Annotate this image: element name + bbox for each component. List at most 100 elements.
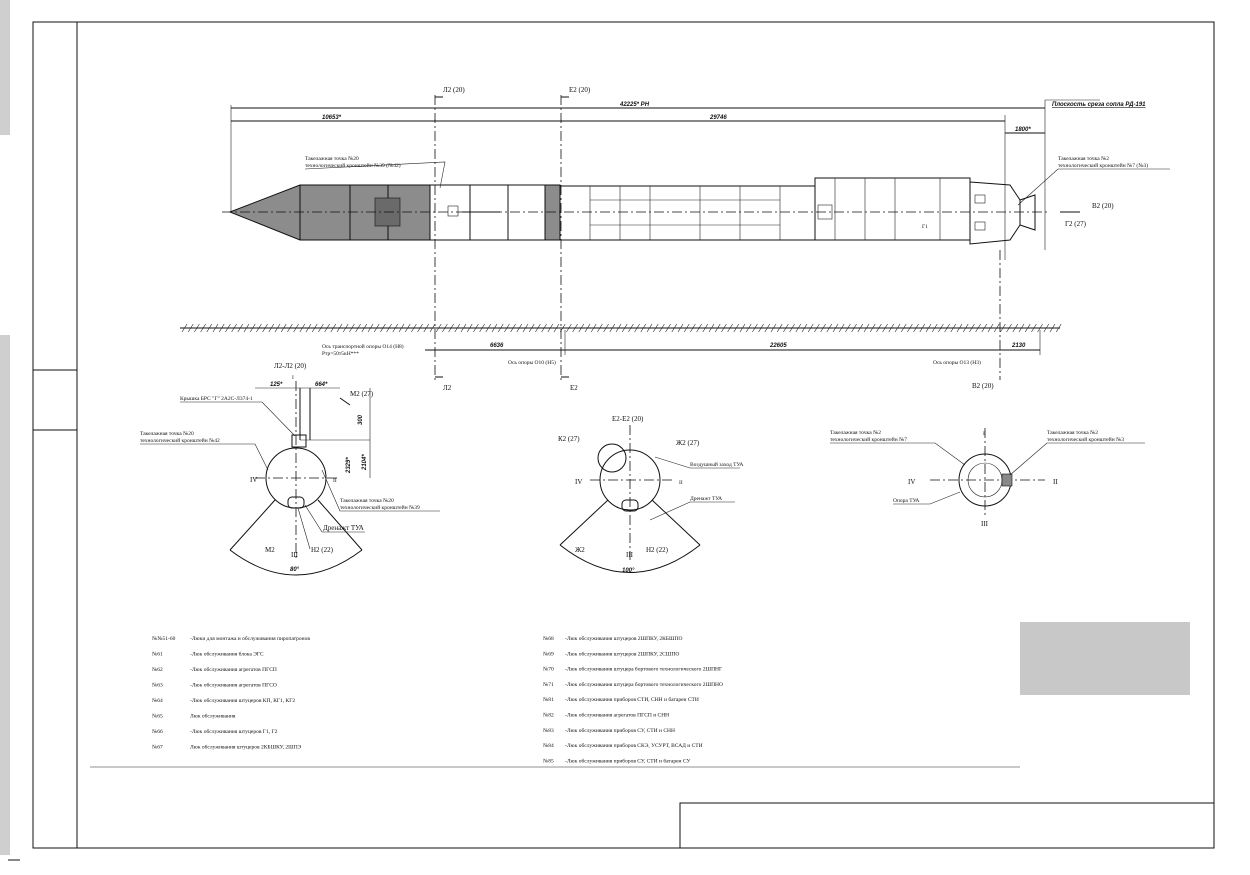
- legend-item: №№51-60 -Люки для монтажа и обслуживания …: [152, 635, 310, 642]
- engine-cut-note: Плоскость среза сопла РД-191: [1052, 102, 1146, 108]
- legend-text: -Люк обслуживания блока ЭГС: [190, 651, 264, 658]
- legend-left: №№51-60 -Люки для монтажа и обслуживания …: [152, 635, 310, 751]
- lift-b-1: Такелажная точка №20: [340, 498, 394, 504]
- dim-middle: 29746: [709, 115, 727, 121]
- stamp-placeholder: [1020, 622, 1190, 695]
- edge-strip: [0, 335, 10, 855]
- axis-i: I: [983, 431, 985, 437]
- dim-base3: 2130: [1011, 343, 1026, 349]
- legend-item: №64-Люк обслуживания штуцеров КП, КГ1, К…: [152, 697, 295, 704]
- legend-number: №69: [543, 651, 554, 657]
- legend-number: №82: [543, 713, 554, 719]
- legend-text: -Люк обслуживания агрегатов ПГСП и СНН: [565, 712, 669, 719]
- legend-number: №66: [152, 729, 163, 735]
- legend-number: №65: [152, 714, 163, 720]
- section-v2-top: В2 (20): [1092, 202, 1114, 210]
- legend-item: №85-Люк обслуживания приборов СУ, СТИ и …: [543, 757, 690, 764]
- section-l-title: Л2-Л2 (20): [274, 362, 307, 370]
- n2-label: Н2 (22): [311, 546, 334, 554]
- legend-number: №81: [543, 697, 554, 703]
- legend-number: №63: [152, 683, 163, 689]
- n2-label: Н2 (22): [646, 546, 669, 554]
- air-inlet-note: Воздушный заход ТУА: [690, 461, 743, 468]
- legend-item: №62-Люк обслуживания агрегатов ПГСП: [152, 666, 277, 673]
- edge-strip: [0, 0, 10, 135]
- legend-text: -Люк обслуживания штуцеров 2ШПКУ, 2КБШПО: [565, 635, 682, 642]
- legend-text: -Люк обслуживания штуцеров Г1, Г2: [190, 728, 278, 735]
- legend-number: №70: [543, 667, 554, 673]
- top-dimensions: 42225* РН 10653* 29746 1800* Плоскость с…: [230, 99, 1146, 260]
- lift-b-2: технологический кронштейн №39: [340, 504, 420, 511]
- m2-top: М2 (27): [350, 390, 374, 398]
- dim-total: 42225* РН: [619, 102, 650, 108]
- section-l2-top: Л2 (20): [443, 86, 465, 94]
- legend-item: №71-Люк обслуживания штуцера бортового т…: [543, 681, 723, 688]
- hatch-cover-note: Крышка БРС "Г" 2А2С-Л374-1: [180, 396, 253, 402]
- legend-text: -Люк обслуживания агрегатов ПГСП: [190, 666, 277, 673]
- legend-number: №84: [543, 743, 554, 749]
- dim-d: 2329*: [346, 457, 352, 474]
- legend-number: №№51-60: [152, 636, 176, 642]
- lift-left-2: технологический кронштейн №39 (№42): [305, 162, 401, 169]
- dim-b: 664*: [315, 382, 328, 388]
- legend-item: №82 -Люк обслуживания агрегатов ПГСП и СН…: [543, 712, 669, 719]
- zh2-label: Ж2: [575, 546, 585, 554]
- legend-text: Люк обслуживания: [190, 713, 236, 720]
- title-block: [679, 802, 1215, 849]
- legend-text: Люк обслуживания штуцеров 2КБШКУ, 2ШПЭ: [190, 744, 302, 751]
- axis-iv: IV: [250, 476, 257, 484]
- axis-ii: II: [333, 478, 337, 484]
- drawing-frame: [32, 21, 1215, 849]
- dim-right: 1800*: [1015, 127, 1031, 133]
- rocket-side-view: Г1: [222, 177, 1050, 245]
- legend-item: №83-Люк обслуживания приборов СУ, СТИ и …: [543, 727, 675, 734]
- section-v2-bottom: В2 (20): [972, 382, 994, 390]
- legend-item: №84-Люк обслуживания приборов СКЭ, УСУРТ…: [543, 742, 703, 749]
- section-l2-view: Л2-Л2 (20) I 125* 664* 300 2329* 2104* К…: [140, 362, 440, 576]
- tua-drain: Дренажт ТУА: [690, 496, 722, 502]
- legend-text: -Люк обслуживания приборов СТИ, СНН и ба…: [565, 696, 699, 703]
- legend-text: -Люк обслуживания агрегатов ПГСО: [190, 682, 277, 689]
- legend-item: №70-Люк обслуживания штуцера бортового т…: [543, 666, 722, 673]
- dim-e: 2104*: [362, 454, 368, 471]
- base-dimensions: 6636 22605 2130 Ось транспортной опоры О…: [322, 330, 1041, 366]
- section-e2-view: Е2-Е2 (20) К2 (27) Ж2 (27) Воздушный зах…: [558, 415, 743, 574]
- axis-iv: IV: [908, 478, 915, 486]
- section-markers: Л2 (20) Е2 (20) Л2 Е2 В2 (20) Г2 (27) В2…: [434, 86, 1114, 392]
- dim-left: 10653*: [322, 115, 342, 121]
- legend-text: -Люк обслуживания штуцеров КП, КГ1, КГ2: [190, 697, 295, 704]
- legend-text: -Люк обслуживания приборов СУ, СТИ и СНН: [565, 727, 675, 734]
- lift-point-callouts: Такелажная точка №20 технологический кро…: [304, 156, 1170, 206]
- legend-item: №67 Люк обслуживания штуцеров 2КБШКУ, 2ШП…: [152, 744, 302, 751]
- legend-item: №68 -Люк обслуживания штуцеров 2ШПКУ, 2КБ…: [543, 635, 682, 642]
- tua-drain: Дренажт ТУА: [323, 524, 364, 532]
- lift-r-1: Такелажная точка №2: [1047, 430, 1098, 436]
- lift-l-1: Такелажная точка №2: [830, 430, 881, 436]
- lift-l-1: Такелажная точка №20: [140, 431, 194, 437]
- legend-item: №66 -Люк обслуживания штуцеров Г1, Г2: [152, 728, 278, 735]
- axis-iii: III: [626, 551, 634, 559]
- axis-iv: IV: [575, 478, 582, 486]
- legend-text: -Люк обслуживания штуцеров 2ШПКУ, 2СШПО: [565, 650, 679, 657]
- lift-l-2: технологический кронштейн №7: [830, 436, 907, 443]
- axis-ii: II: [1053, 478, 1058, 486]
- support-load-note: Ртр=50т5кН***: [322, 351, 359, 357]
- zh2-top: Ж2 (27): [676, 439, 700, 447]
- section-g2: Г2 (27): [1065, 220, 1087, 228]
- axis-i: I: [292, 375, 294, 381]
- dim-base2: 22605: [769, 343, 787, 349]
- support-d10: Ось опоры О10 (Н5): [508, 359, 556, 366]
- axis-ii: II: [679, 480, 683, 486]
- dim-a: 125*: [270, 382, 283, 388]
- section-e2-top: Е2 (20): [569, 86, 591, 94]
- legend-number: №67: [152, 745, 163, 751]
- legend-text: -Люки для монтажа и обслуживания пиропат…: [190, 635, 310, 642]
- legend-item: №65 Люк обслуживания: [152, 713, 236, 720]
- section-v2-view: I Такелажная точка №2 технологический кр…: [830, 428, 1145, 528]
- dim-c: 300: [358, 414, 364, 425]
- legend-item: №81 -Люк обслуживания приборов СТИ, СНН и…: [543, 696, 699, 703]
- m2-label: М2: [265, 546, 275, 554]
- section-e-title: Е2-Е2 (20): [612, 415, 644, 423]
- legend-number: №68: [543, 636, 554, 642]
